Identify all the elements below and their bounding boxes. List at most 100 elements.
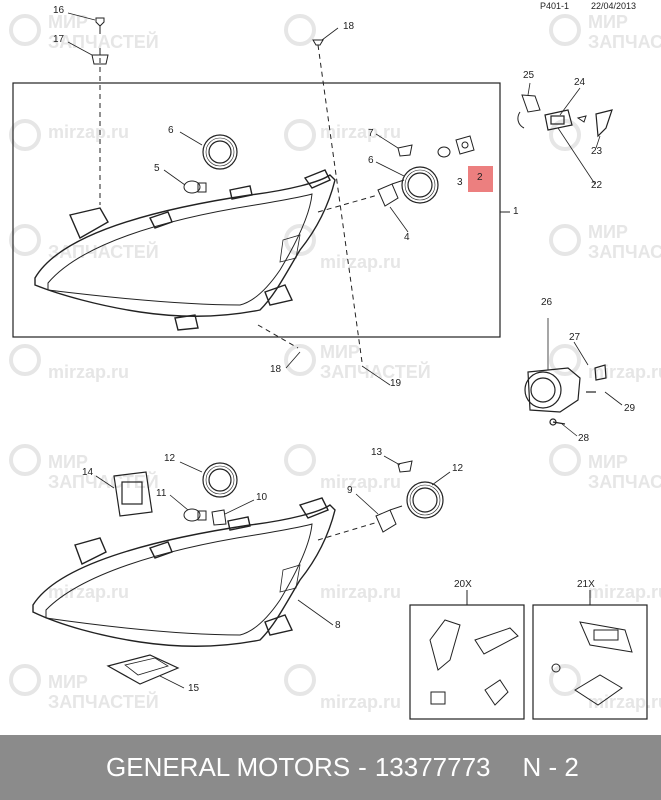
watermark-layer [9,14,581,696]
watermark-text-layer: МИР ЗАПЧАСТЕЙ МИР ЗАПЧАСТЕЙ mirzap.ru mi… [48,12,661,712]
callout-20x: 20X [454,579,472,590]
watermark-brand-top: МИР [48,452,88,472]
watermark-domain: mirzap.ru [320,472,401,492]
screw-part [95,17,105,34]
callout-21x: 21X [577,579,595,590]
callout-6-upper: 6 [168,125,174,136]
watermark-brand-top: МИР [48,12,88,32]
callout-29: 29 [624,403,636,414]
callout-5: 5 [154,163,160,174]
watermark-brand-top: МИР [320,342,360,362]
callout-22: 22 [591,180,603,191]
callout-4: 4 [404,232,410,243]
brand-name: GENERAL MOTORS [106,752,351,782]
callout-23: 23 [591,146,603,157]
bulb-holder-part [375,505,403,533]
watermark-domain: mirzap.ru [320,122,401,142]
headlamp-lower [32,497,336,647]
callout-28: 28 [578,433,590,444]
separator: - [358,752,367,782]
callout-16: 16 [53,5,65,16]
clip-part [91,48,109,65]
seal-ring-part [202,462,238,498]
watermark-brand-top: МИР [48,672,88,692]
callout-26: 26 [541,297,553,308]
kit-21x-parts [551,621,633,706]
ballast-module-part [113,471,153,517]
callout-11: 11 [156,488,167,499]
callout-18-top: 18 [343,21,355,32]
callout-19: 19 [390,378,402,389]
bulb-guide-line [317,194,379,213]
callout-13: 13 [371,447,383,458]
callout-leaders [67,12,623,689]
screw-part [312,39,324,46]
watermark-domain: mirzap.ru [320,252,401,272]
watermark-brand-bottom: ЗАПЧАСТЕЙ [588,31,661,52]
watermark-brand-bottom: ЗАПЧАСТЕЙ [320,361,431,382]
headlamp-upper [34,169,336,331]
fastener-guide-line [257,324,299,349]
watermark-brand-top: МИР [588,452,628,472]
module-part [544,109,573,131]
callout-25: 25 [523,70,535,81]
watermark-brand-bottom: ЗАПЧАСТЕЙ [48,31,159,52]
bulb-holder-part [211,509,227,526]
callout-9: 9 [347,485,353,496]
watermark-brand-bottom: ЗАПЧАСТЕЙ [588,471,661,492]
bulb-part [183,508,207,522]
seal-ring-part [406,481,444,519]
exploded-parts-diagram: МИР ЗАПЧАСТЕЙ МИР ЗАПЧАСТЕЙ mirzap.ru mi… [9,1,661,720]
callout-6-lower: 6 [368,155,374,166]
clip-part [576,115,587,123]
socket-part [455,135,475,155]
watermark-domain: mirzap.ru [48,582,129,602]
clip-part [397,460,413,473]
assembly-box [12,82,501,338]
callout-1: 1 [513,206,519,217]
part-number-footer: GENERAL MOTORS - 13377773 N - 2 [0,735,661,800]
part-highlight [468,166,493,192]
bulb-part [437,146,451,158]
bulb-part [183,180,207,194]
diagram-date: 22/04/2013 [591,1,636,11]
part-number: 13377773 [374,752,491,782]
bulb-guide-line [317,521,379,541]
callout-14: 14 [82,467,94,478]
wiring-pigtail-part [517,94,541,129]
callout-27: 27 [569,332,581,343]
callout-8: 8 [335,620,341,631]
watermark-domain: mirzap.ru [48,362,129,382]
watermark-brand-top: МИР [588,222,628,242]
seal-ring-part [202,134,238,170]
bracket-part [595,109,613,138]
callout-7: 7 [368,128,374,139]
page-label: N - 2 [522,752,579,782]
watermark-domain: mirzap.ru [588,692,661,712]
watermark-brand-bottom: ЗАПЧАСТЕЙ [48,471,159,492]
watermark-domain: mirzap.ru [320,692,401,712]
watermark-domain: mirzap.ru [588,582,661,602]
watermark-brand-bottom: ЗАПЧАСТЕЙ [48,241,159,262]
watermark-brand-bottom: ЗАПЧАСТЕЙ [48,691,159,712]
callout-12-right: 12 [452,463,464,474]
watermark-brand-top: МИР [588,12,628,32]
callout-17: 17 [53,34,65,45]
clip-part [397,144,413,157]
ballast-module-part [106,654,180,685]
fastener-guide-line [317,44,363,363]
callout-24: 24 [574,77,586,88]
bulb-holder-part [377,179,405,207]
callout-10: 10 [256,492,268,503]
kit-20x-box [409,604,525,720]
callout-15: 15 [188,683,200,694]
kit-20x-parts [429,619,519,706]
reference-code: P401-1 [540,1,569,11]
callout-12-left: 12 [164,453,176,464]
watermark-brand-bottom: ЗАПЧАСТЕЙ [588,241,661,262]
callout-18-bottom: 18 [270,364,282,375]
watermark-domain: mirzap.ru [48,122,129,142]
callout-3: 3 [457,177,463,188]
fog-lamp-part [524,364,607,426]
watermark-domain: mirzap.ru [320,582,401,602]
